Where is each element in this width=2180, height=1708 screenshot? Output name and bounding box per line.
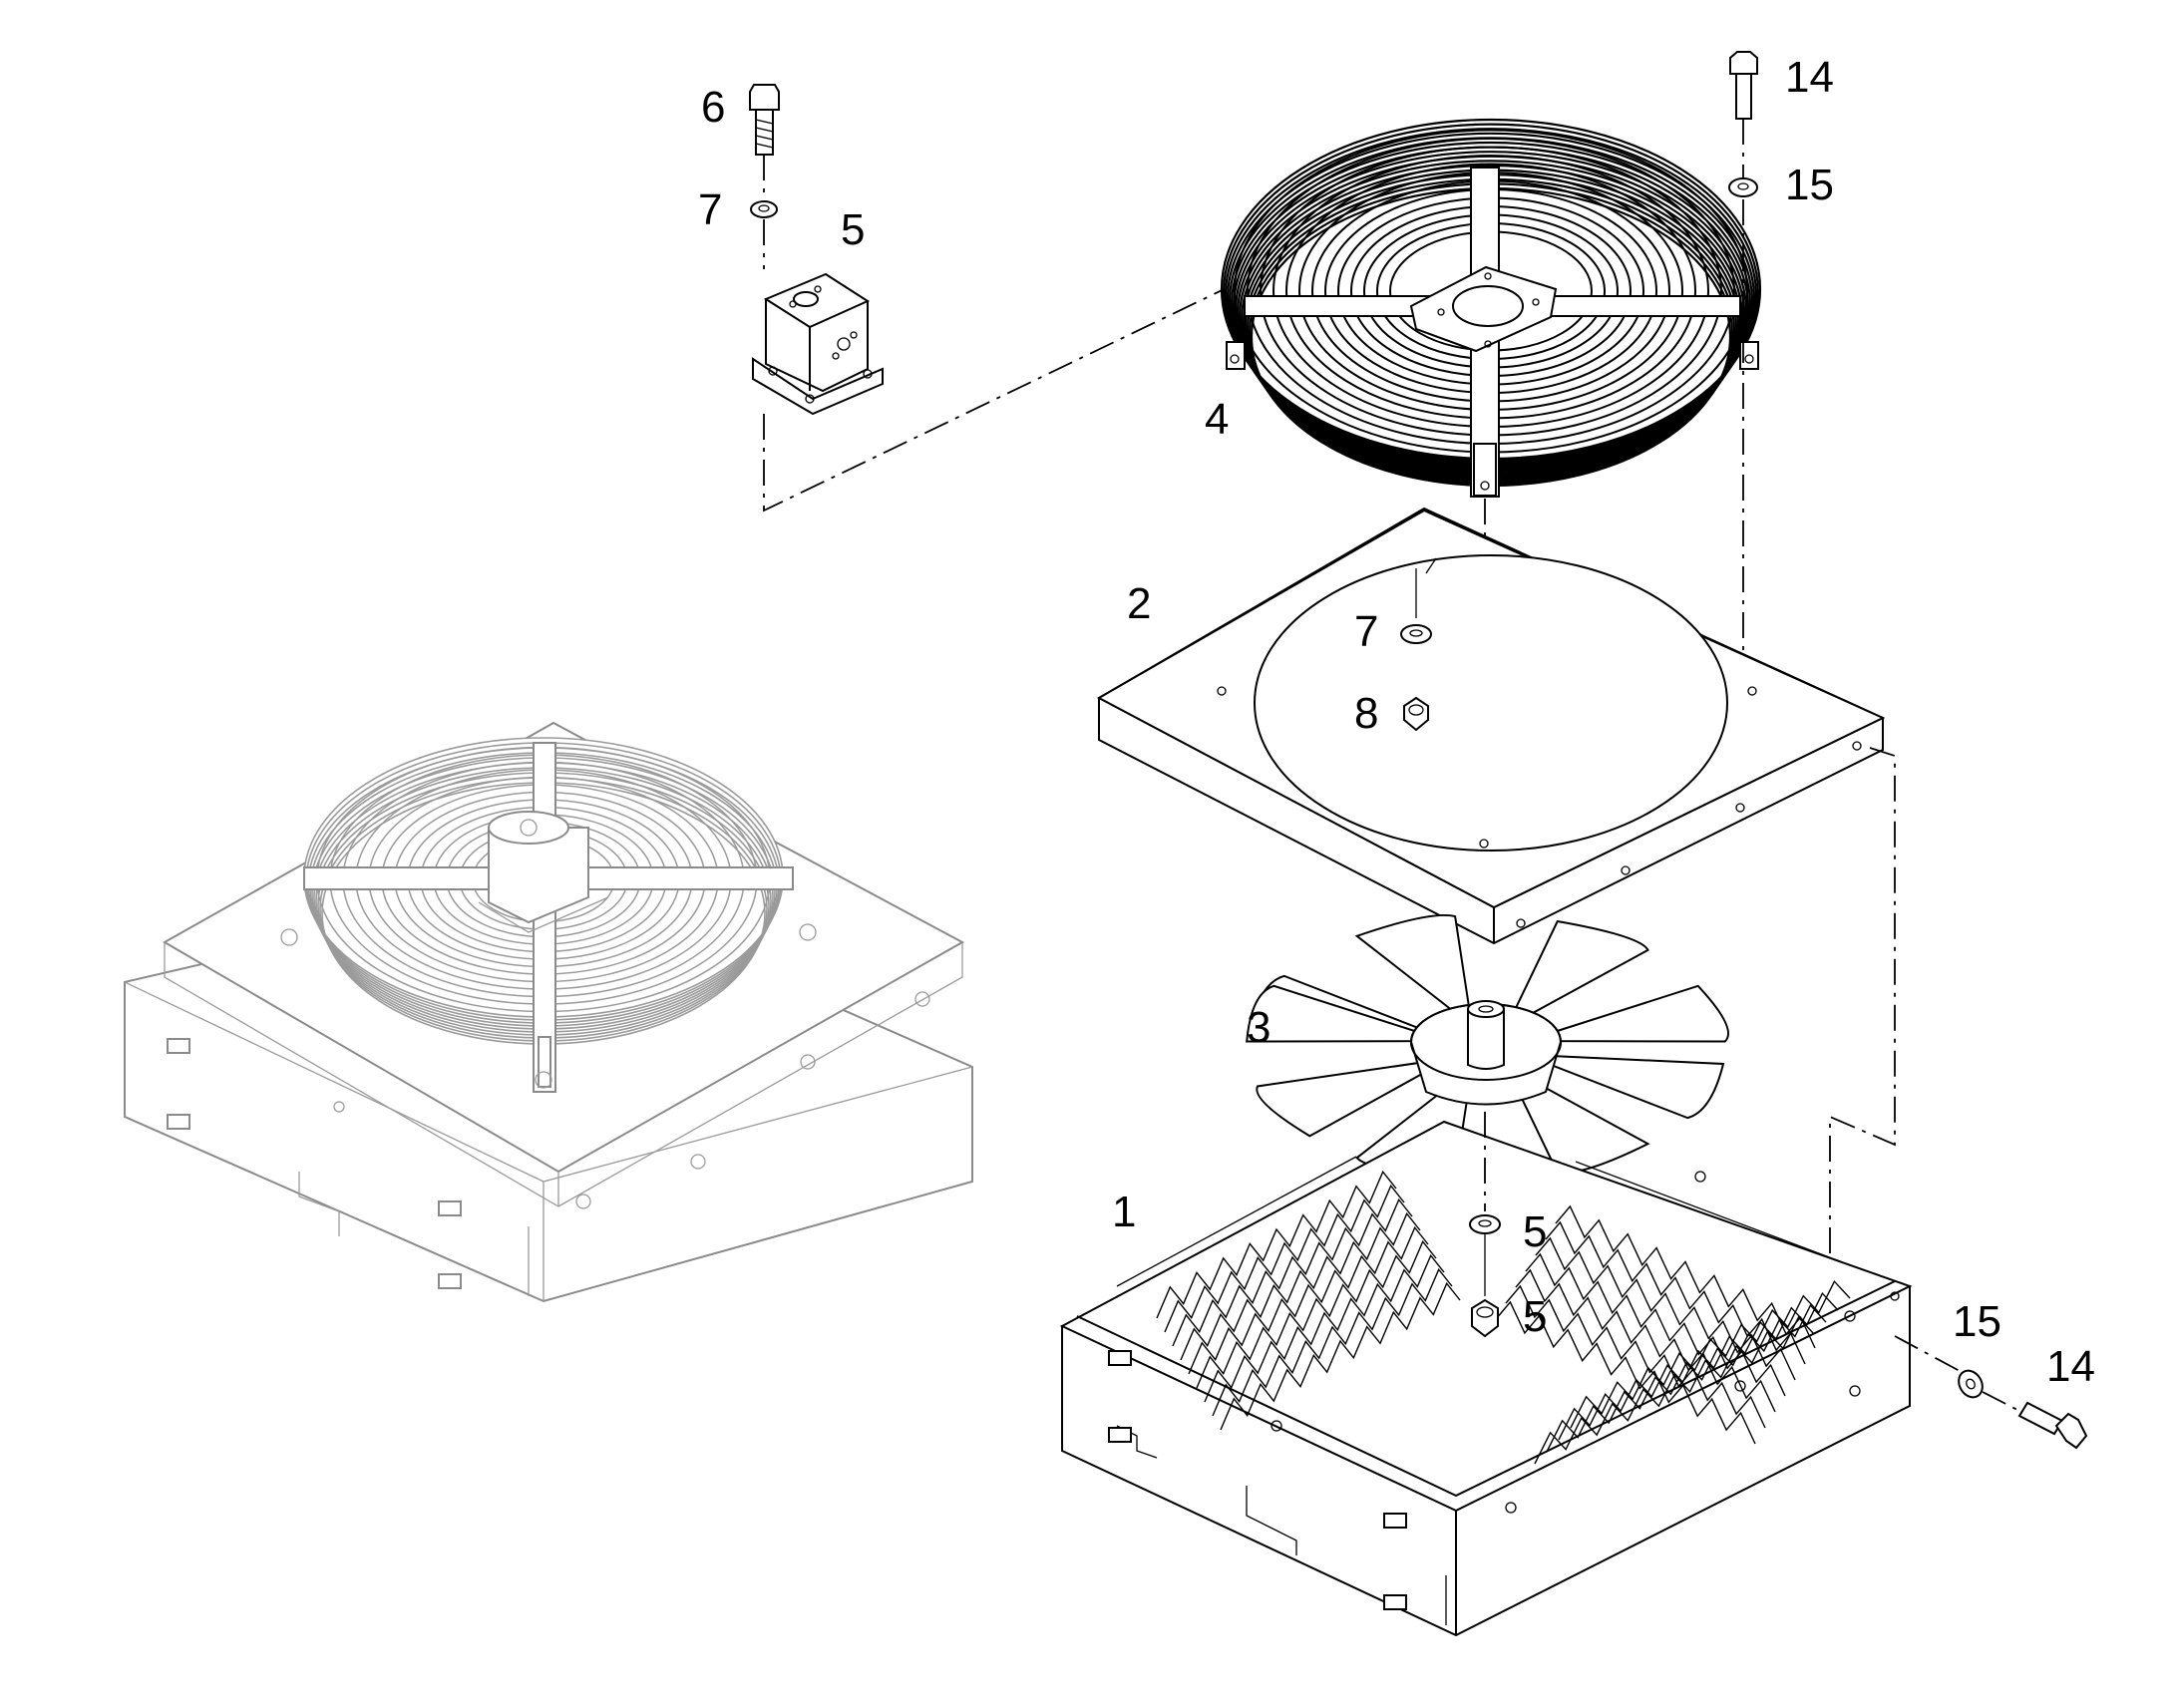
bolt-14-top-part: [1728, 51, 1758, 688]
fan-blade: [1354, 913, 1471, 1014]
fan-blade: [1246, 984, 1423, 1043]
callout-7-top: 7: [698, 185, 722, 234]
hydraulic-motor-part: [749, 84, 884, 416]
callout-7-mid: 7: [1354, 607, 1378, 656]
fan-guard-part: [1220, 118, 1762, 498]
radiator-base-part: [1059, 1120, 1913, 1637]
callout-4: 4: [1205, 395, 1229, 444]
fan-shroud-part: [1096, 507, 1886, 945]
callout-14-top: 14: [1785, 53, 1834, 102]
callout-14-side: 14: [2046, 1342, 2095, 1391]
callout-8: 8: [1354, 689, 1378, 738]
callout-5-nut: 5: [1523, 1292, 1547, 1341]
callout-15-top: 15: [1785, 161, 1834, 209]
fan-blade: [1512, 919, 1649, 1018]
nut-5-part: [1469, 1112, 1501, 1338]
fan-blade: [1256, 1061, 1432, 1138]
callout-15-side: 15: [1953, 1297, 2001, 1346]
callout-labels: 6 7 5 14 15 4 2 7 8 3 1 5 5 15 14: [698, 53, 2095, 1391]
fan-blade: [1547, 1055, 1725, 1120]
callout-3: 3: [1247, 1003, 1271, 1052]
callout-5-washer: 5: [1523, 1207, 1547, 1256]
bolt-14-side-part: [1894, 1335, 2088, 1450]
callout-2: 2: [1127, 579, 1151, 628]
nut-8-part: [1400, 568, 1432, 732]
callout-5-motor: 5: [841, 205, 865, 254]
callout-6: 6: [701, 83, 725, 132]
assembled-view: [124, 721, 973, 1303]
callout-1: 1: [1112, 1188, 1136, 1236]
fan-blade: [1549, 984, 1729, 1043]
